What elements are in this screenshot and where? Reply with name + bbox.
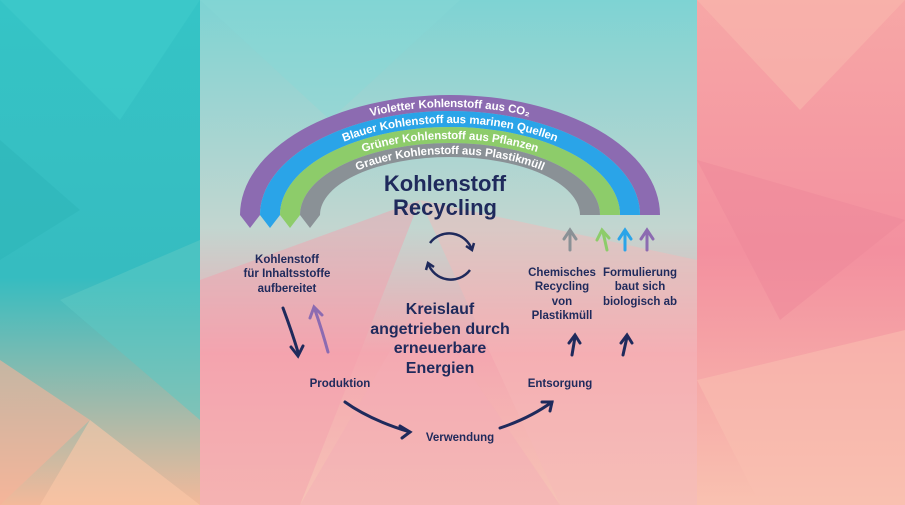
step-chemisch-line2: Recycling von bbox=[534, 281, 590, 308]
center-caption: Kreislauf angetrieben durch erneuerbare … bbox=[350, 300, 530, 378]
step-entsorgung: Entsorgung bbox=[527, 378, 593, 390]
step-formulierung-line2: baut sich bbox=[614, 281, 666, 294]
step-produktion: Produktion bbox=[309, 378, 371, 390]
step-kohlenstoff-line2: für Inhaltsstoffe bbox=[243, 268, 331, 281]
middle-panel bbox=[200, 0, 697, 505]
arc-grey bbox=[300, 143, 600, 215]
step-formulierung-line3: biologisch ab bbox=[602, 295, 678, 308]
step-chemisch: Chemisches Recycling von Plastikmüll bbox=[524, 266, 600, 324]
arc-end-grey bbox=[300, 215, 320, 228]
center-caption-line2: angetrieben durch bbox=[370, 320, 510, 338]
arrow-to-entsorgung bbox=[498, 400, 554, 430]
arc-end-blue bbox=[260, 215, 280, 228]
arrow-to-formulierung bbox=[621, 335, 629, 357]
step-chemisch-line3: Plastikmüll bbox=[531, 310, 593, 323]
step-kohlenstoff-line3: aufbereitet bbox=[257, 282, 317, 295]
center-caption-line4: Energien bbox=[405, 359, 475, 377]
diagram-title-line2: Recycling bbox=[393, 195, 497, 220]
arrow-to-produktion bbox=[281, 306, 300, 354]
step-verwendung: Verwendung bbox=[425, 432, 495, 444]
step-kohlenstoff-line1: Kohlenstoff bbox=[255, 254, 319, 266]
arrow-green bbox=[595, 227, 611, 252]
return-arrow bbox=[308, 304, 330, 354]
arc-end-violet bbox=[240, 215, 260, 228]
diagram-title-line1: Kohlenstoff bbox=[383, 171, 507, 196]
arrow-to-verwendung bbox=[343, 400, 412, 434]
arc-green bbox=[280, 127, 620, 215]
recycle-cycle-icon bbox=[424, 232, 476, 281]
step-formulierung-line1: Formulierung bbox=[602, 267, 678, 279]
arrow-grey bbox=[562, 227, 578, 252]
center-caption-line1: Kreislauf bbox=[405, 301, 475, 318]
arrow-violet bbox=[639, 227, 655, 252]
source-arrows bbox=[562, 227, 655, 252]
arrow-to-chemisch bbox=[570, 335, 577, 357]
arrow-blue bbox=[617, 227, 633, 252]
step-kohlenstoff: Kohlenstoff für Inhaltsstoffe aufbereite… bbox=[232, 253, 342, 296]
arc-blue bbox=[260, 111, 640, 215]
arc-end-green bbox=[280, 215, 300, 228]
process-arrows bbox=[281, 306, 634, 440]
step-formulierung: Formulierung baut sich biologisch ab bbox=[600, 266, 680, 309]
arc-violet bbox=[240, 95, 660, 215]
center-caption-line3: erneuerbare bbox=[393, 340, 487, 358]
step-chemisch-line1: Chemisches bbox=[528, 267, 596, 279]
